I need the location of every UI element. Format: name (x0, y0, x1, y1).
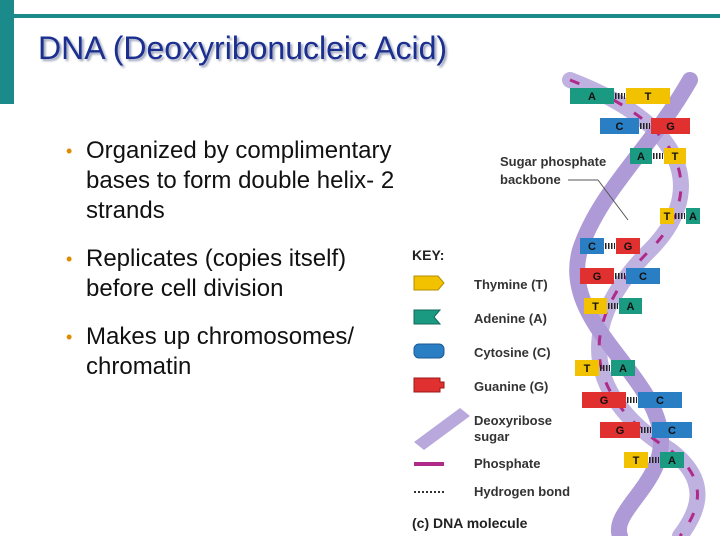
key-label: Thymine (T) (474, 277, 548, 292)
base-C (600, 118, 639, 134)
sugar-phosphate-backbone (569, 72, 698, 536)
bullet-item: • Organized by complimentary bases to for… (62, 136, 402, 226)
bullet-item: • Replicates (copies itself) before cell … (62, 244, 402, 304)
slide-title: DNA (Deoxyribonucleic Acid) (38, 30, 448, 66)
figure-caption: (c) DNA molecule (412, 515, 528, 531)
backbone-label: Sugar phosphate backbone (500, 154, 610, 187)
dna-diagram: A T C G A T T A C G G C T A T A G C G C T A Sugar phosphate b… (412, 72, 706, 536)
key-phosphate: Phosphate (414, 456, 540, 471)
base-letter: A (637, 151, 645, 163)
key-label: Deoxyribose sugar (474, 413, 556, 444)
base-G (580, 268, 614, 284)
base-letter: G (593, 271, 602, 283)
key-label: Guanine (G) (474, 379, 548, 394)
base-A (630, 148, 652, 164)
base-T (664, 148, 686, 164)
key-label: Phosphate (474, 456, 540, 471)
cytosine-icon (413, 343, 445, 359)
base-letter: A (588, 91, 596, 103)
base-A (611, 360, 635, 376)
base-C (652, 422, 692, 438)
base-letter: G (600, 395, 609, 407)
key-thymine: Thymine (T) (413, 275, 548, 292)
base-T (660, 208, 674, 224)
bullet-text: Replicates (copies itself) before cell d… (86, 245, 347, 302)
base-T (575, 360, 599, 376)
bullet-text: Makes up chromosomes/ chromatin (86, 323, 355, 380)
accent-bar (0, 0, 14, 104)
base-letter: C (668, 425, 676, 437)
base-letter: A (619, 363, 627, 375)
base-A (619, 298, 642, 314)
label-leader (597, 179, 629, 221)
deoxyribose-icon (414, 408, 470, 450)
base-T (584, 298, 607, 314)
key-label: Hydrogen bond (474, 484, 570, 499)
base-letter: T (592, 301, 599, 313)
bullet-icon: • (66, 327, 73, 347)
base-letter: C (588, 241, 596, 253)
key-hydrogen-bond: Hydrogen bond (414, 484, 570, 499)
base-letter: T (584, 363, 591, 375)
base-letter: T (664, 211, 671, 223)
base-letter: T (645, 91, 652, 103)
key-label: Adenine (A) (474, 311, 547, 326)
base-letter: C (639, 271, 647, 283)
base-T (626, 88, 670, 104)
base-C (638, 392, 682, 408)
base-C (580, 238, 604, 254)
base-A (570, 88, 614, 104)
key-title: KEY: (412, 247, 444, 263)
base-G (616, 238, 640, 254)
base-letter: C (656, 395, 664, 407)
guanine-icon (413, 377, 445, 393)
dna-figure: A T C G A T T A C G G C T A T A G C G C T A Sugar phosphate b… (400, 70, 720, 536)
base-T (624, 452, 648, 468)
key-adenine: Adenine (A) (413, 309, 547, 326)
base-G (582, 392, 626, 408)
base-letter: G (666, 121, 675, 133)
bullet-icon: • (66, 249, 73, 269)
base-letter: G (616, 425, 625, 437)
base-A (660, 452, 684, 468)
key-label: Cytosine (C) (474, 345, 551, 360)
base-letter: T (672, 151, 679, 163)
base-letter: A (627, 301, 635, 313)
base-letter: A (689, 211, 697, 223)
phosphate-icon (414, 462, 444, 466)
base-letter: T (633, 455, 640, 467)
bullet-list: • Organized by complimentary bases to for… (62, 136, 402, 400)
key-deoxyribose: Deoxyribose sugar (414, 408, 556, 450)
adenine-icon (413, 309, 442, 325)
base-letter: A (668, 455, 676, 467)
title-rule (14, 14, 720, 18)
bullet-text: Organized by complimentary bases to form… (86, 137, 395, 224)
thymine-icon (413, 275, 445, 291)
base-C (626, 268, 660, 284)
base-letter: G (624, 241, 633, 253)
key-cytosine: Cytosine (C) (413, 343, 551, 360)
bullet-item: • Makes up chromosomes/ chromatin (62, 322, 402, 382)
base-letter: C (616, 121, 624, 133)
bullet-icon: • (66, 141, 73, 161)
base-G (651, 118, 690, 134)
base-A (686, 208, 700, 224)
base-pairs: A T C G A T T A C G G C T A T A G C G C T A (570, 88, 700, 468)
key-guanine: Guanine (G) (413, 377, 548, 394)
base-G (600, 422, 640, 438)
